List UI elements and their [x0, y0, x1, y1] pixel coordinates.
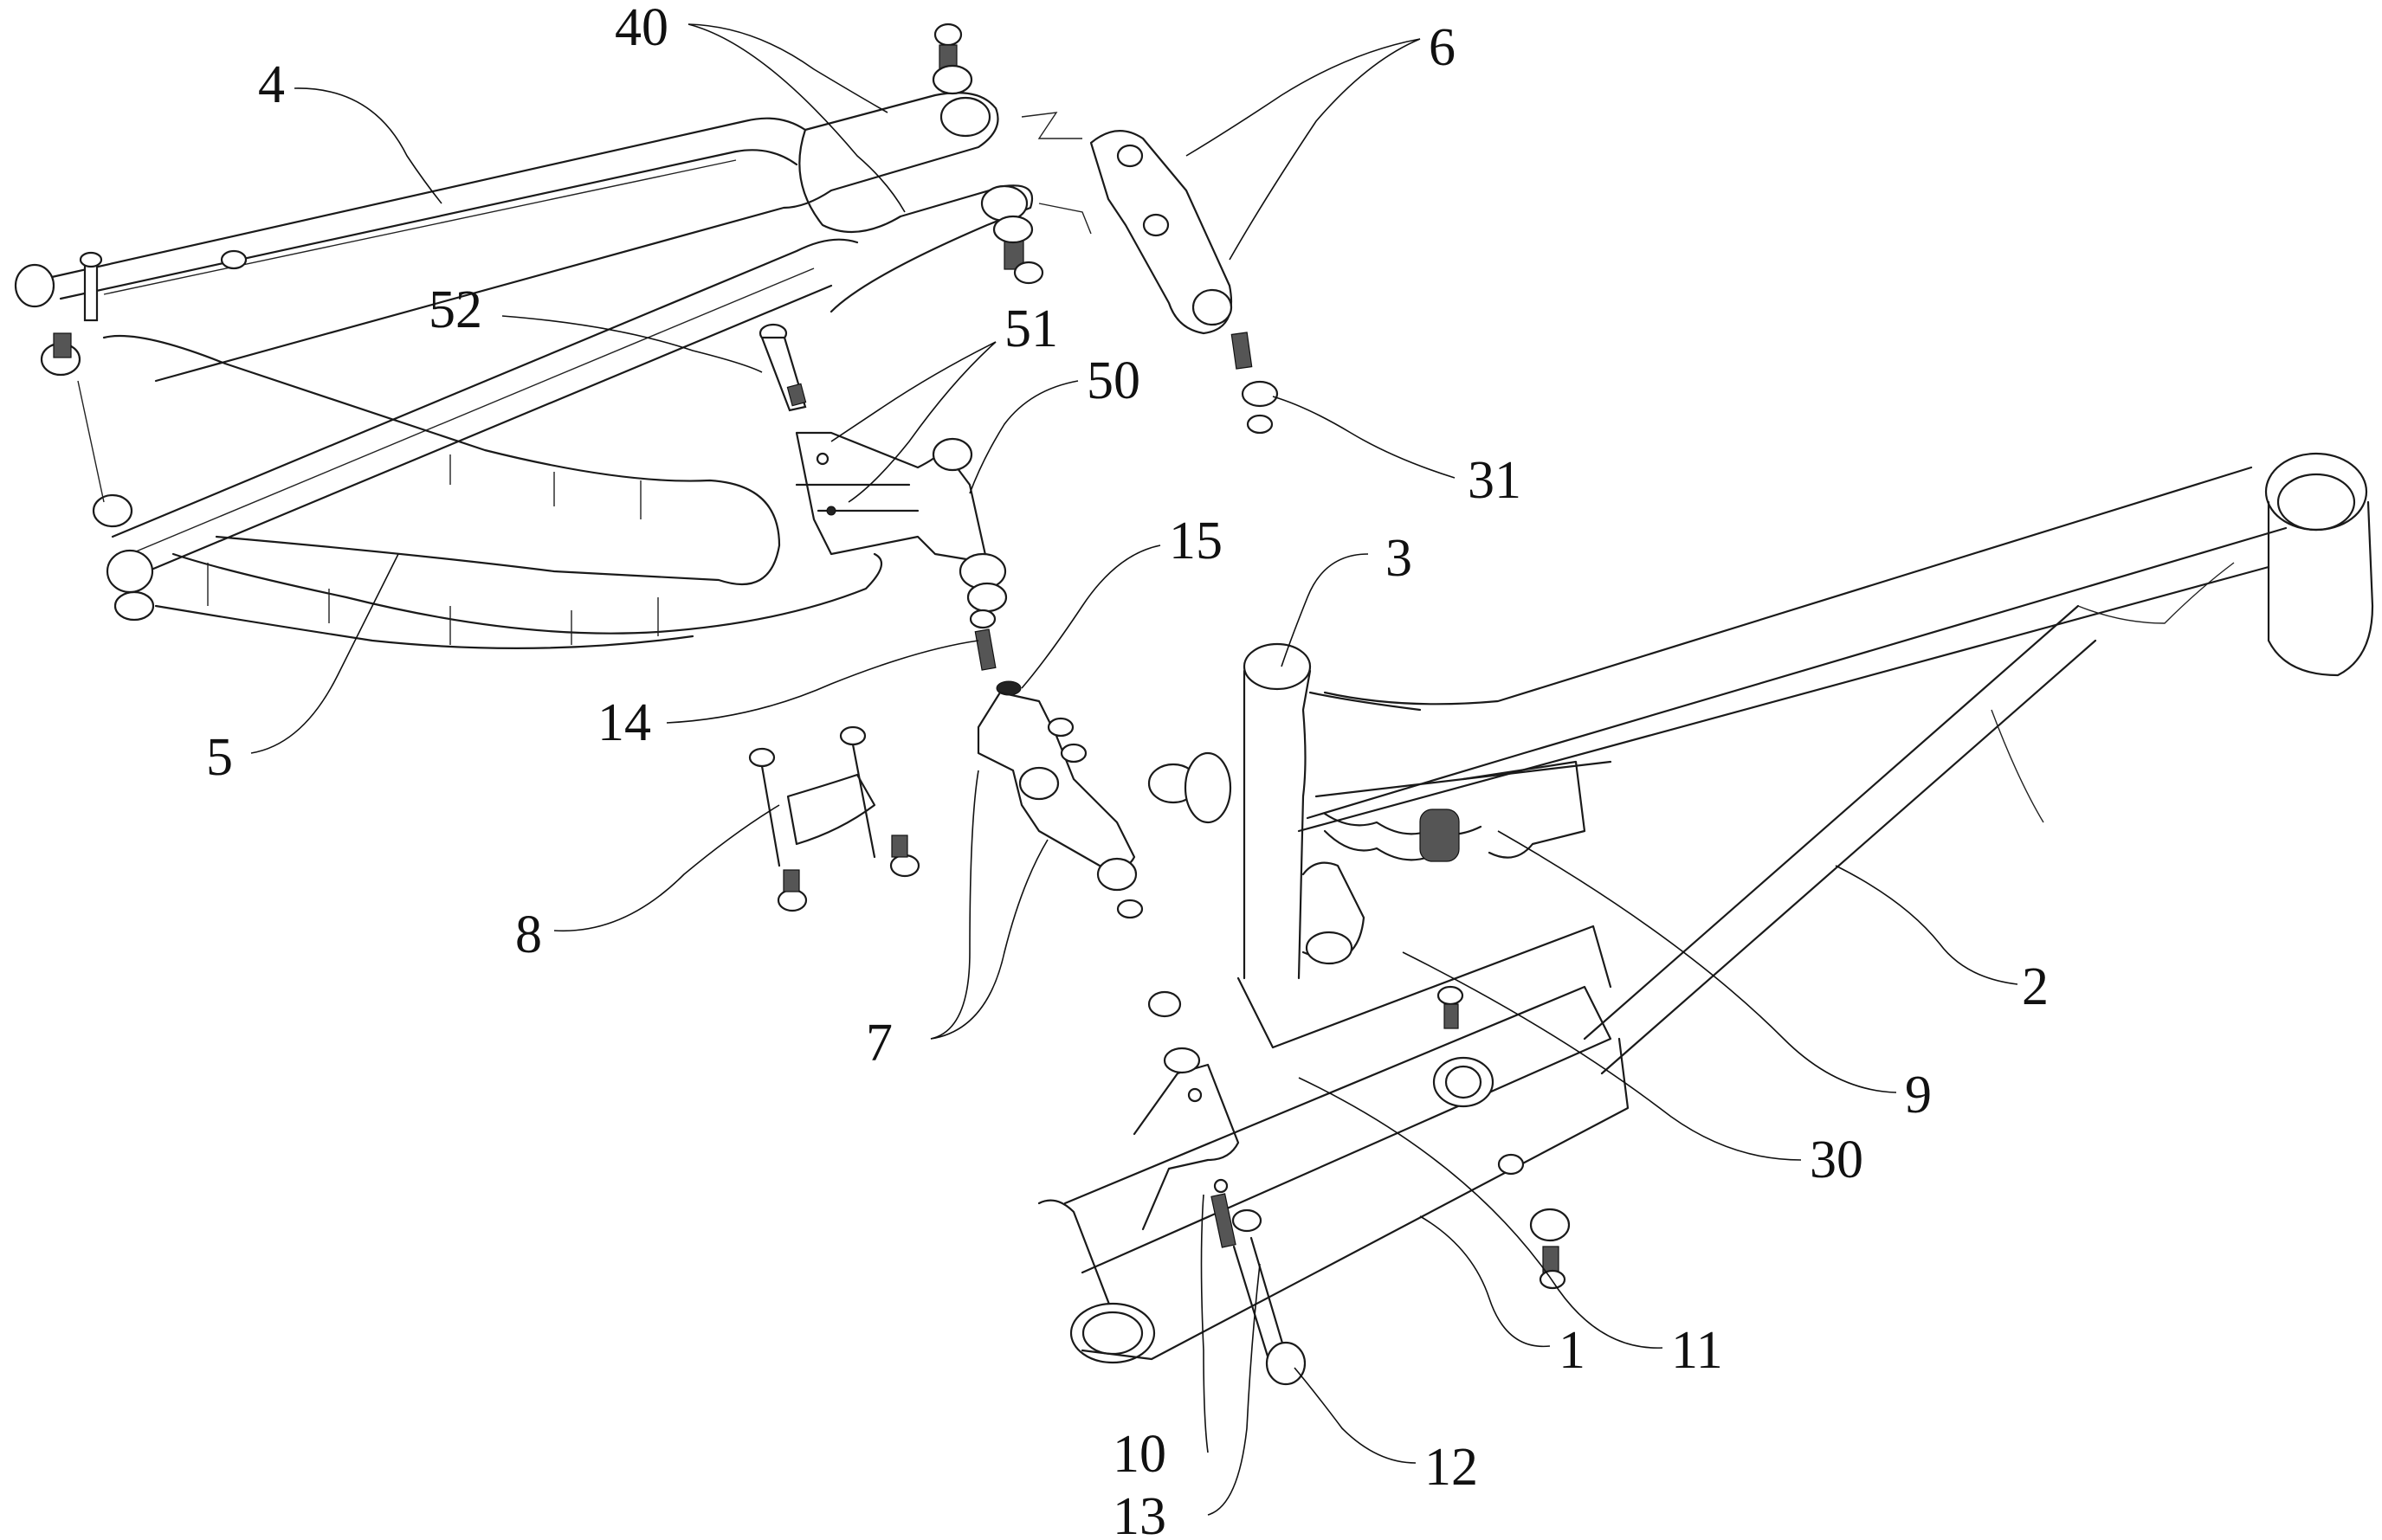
leader-51b [848, 341, 997, 503]
leader-12 [1294, 1367, 1417, 1464]
label-15: 15 [1169, 512, 1223, 570]
label-8: 8 [515, 905, 542, 964]
leader-30 [1402, 951, 1802, 1161]
rear-dropout [14, 249, 248, 622]
leader-31 [1272, 396, 1456, 479]
shock-mount-part-30 [1301, 861, 1464, 1029]
leader-6b [1229, 38, 1421, 261]
leader-10 [1200, 1194, 1209, 1453]
label-5: 5 [206, 728, 233, 787]
pivot-pin-52 [758, 323, 807, 412]
shock-part-9 [1147, 751, 1612, 862]
label-1: 1 [1559, 1321, 1585, 1380]
leader-52 [501, 315, 763, 373]
label-13: 13 [1113, 1487, 1166, 1540]
lower-link-part-7 [977, 691, 1144, 919]
label-31: 31 [1468, 451, 1521, 510]
leader-9 [1497, 830, 1897, 1093]
upper-stay-part-4 [50, 92, 1033, 383]
label-14: 14 [597, 693, 651, 752]
leader-2 [1835, 865, 2018, 985]
label-6: 6 [1429, 18, 1456, 77]
label-12: 12 [1424, 1438, 1478, 1497]
leader-1 [1419, 1215, 1551, 1348]
seat-tube-part-3 [1243, 642, 1422, 980]
label-4: 4 [258, 55, 285, 114]
lower-stay-part-5 [102, 334, 883, 649]
leader-3 [1281, 553, 1369, 667]
label-7: 7 [866, 1014, 893, 1073]
axle-14-bushing-15 [969, 609, 1022, 696]
upper-stay-bolts [932, 23, 1044, 285]
leader-7b [930, 839, 1049, 1040]
label-11: 11 [1671, 1321, 1723, 1380]
label-2: 2 [2022, 957, 2049, 1016]
label-30: 30 [1810, 1131, 1863, 1189]
h-link-part-8 [748, 725, 920, 912]
bolt-part-12-rod-13 [1210, 1193, 1307, 1386]
bottom-bracket-part-1 [1037, 925, 1630, 1364]
leader-lines [250, 23, 2018, 1516]
label-9: 9 [1905, 1066, 1932, 1124]
bracket-part-10 [1133, 990, 1240, 1231]
label-50: 50 [1087, 351, 1140, 410]
leader-8 [553, 804, 780, 932]
diagonal-strut [111, 238, 859, 573]
yoke-part-50 [795, 431, 1008, 613]
label-40: 40 [615, 0, 668, 57]
reference-labels: 4 40 6 52 51 50 31 15 3 14 5 8 7 2 9 30 … [206, 0, 2049, 1540]
label-3: 3 [1385, 529, 1412, 588]
leader-5 [250, 553, 399, 754]
label-52: 52 [429, 280, 482, 339]
leader-6a [1185, 38, 1421, 157]
leader-13 [1207, 1263, 1261, 1516]
leader-14 [666, 640, 979, 724]
leader-40a [687, 23, 888, 113]
leader-50 [969, 380, 1079, 494]
leader-15 [1021, 544, 1161, 689]
rocker-part-6 [1021, 112, 1279, 435]
label-51: 51 [1004, 300, 1058, 358]
label-10: 10 [1113, 1425, 1166, 1484]
leader-51a [830, 341, 997, 442]
leader-4 [294, 87, 442, 204]
leader-11 [1298, 1077, 1663, 1349]
front-triangle-part-2 [1297, 452, 2374, 1075]
leader-40b [687, 23, 906, 213]
leader-7a [930, 770, 979, 1040]
